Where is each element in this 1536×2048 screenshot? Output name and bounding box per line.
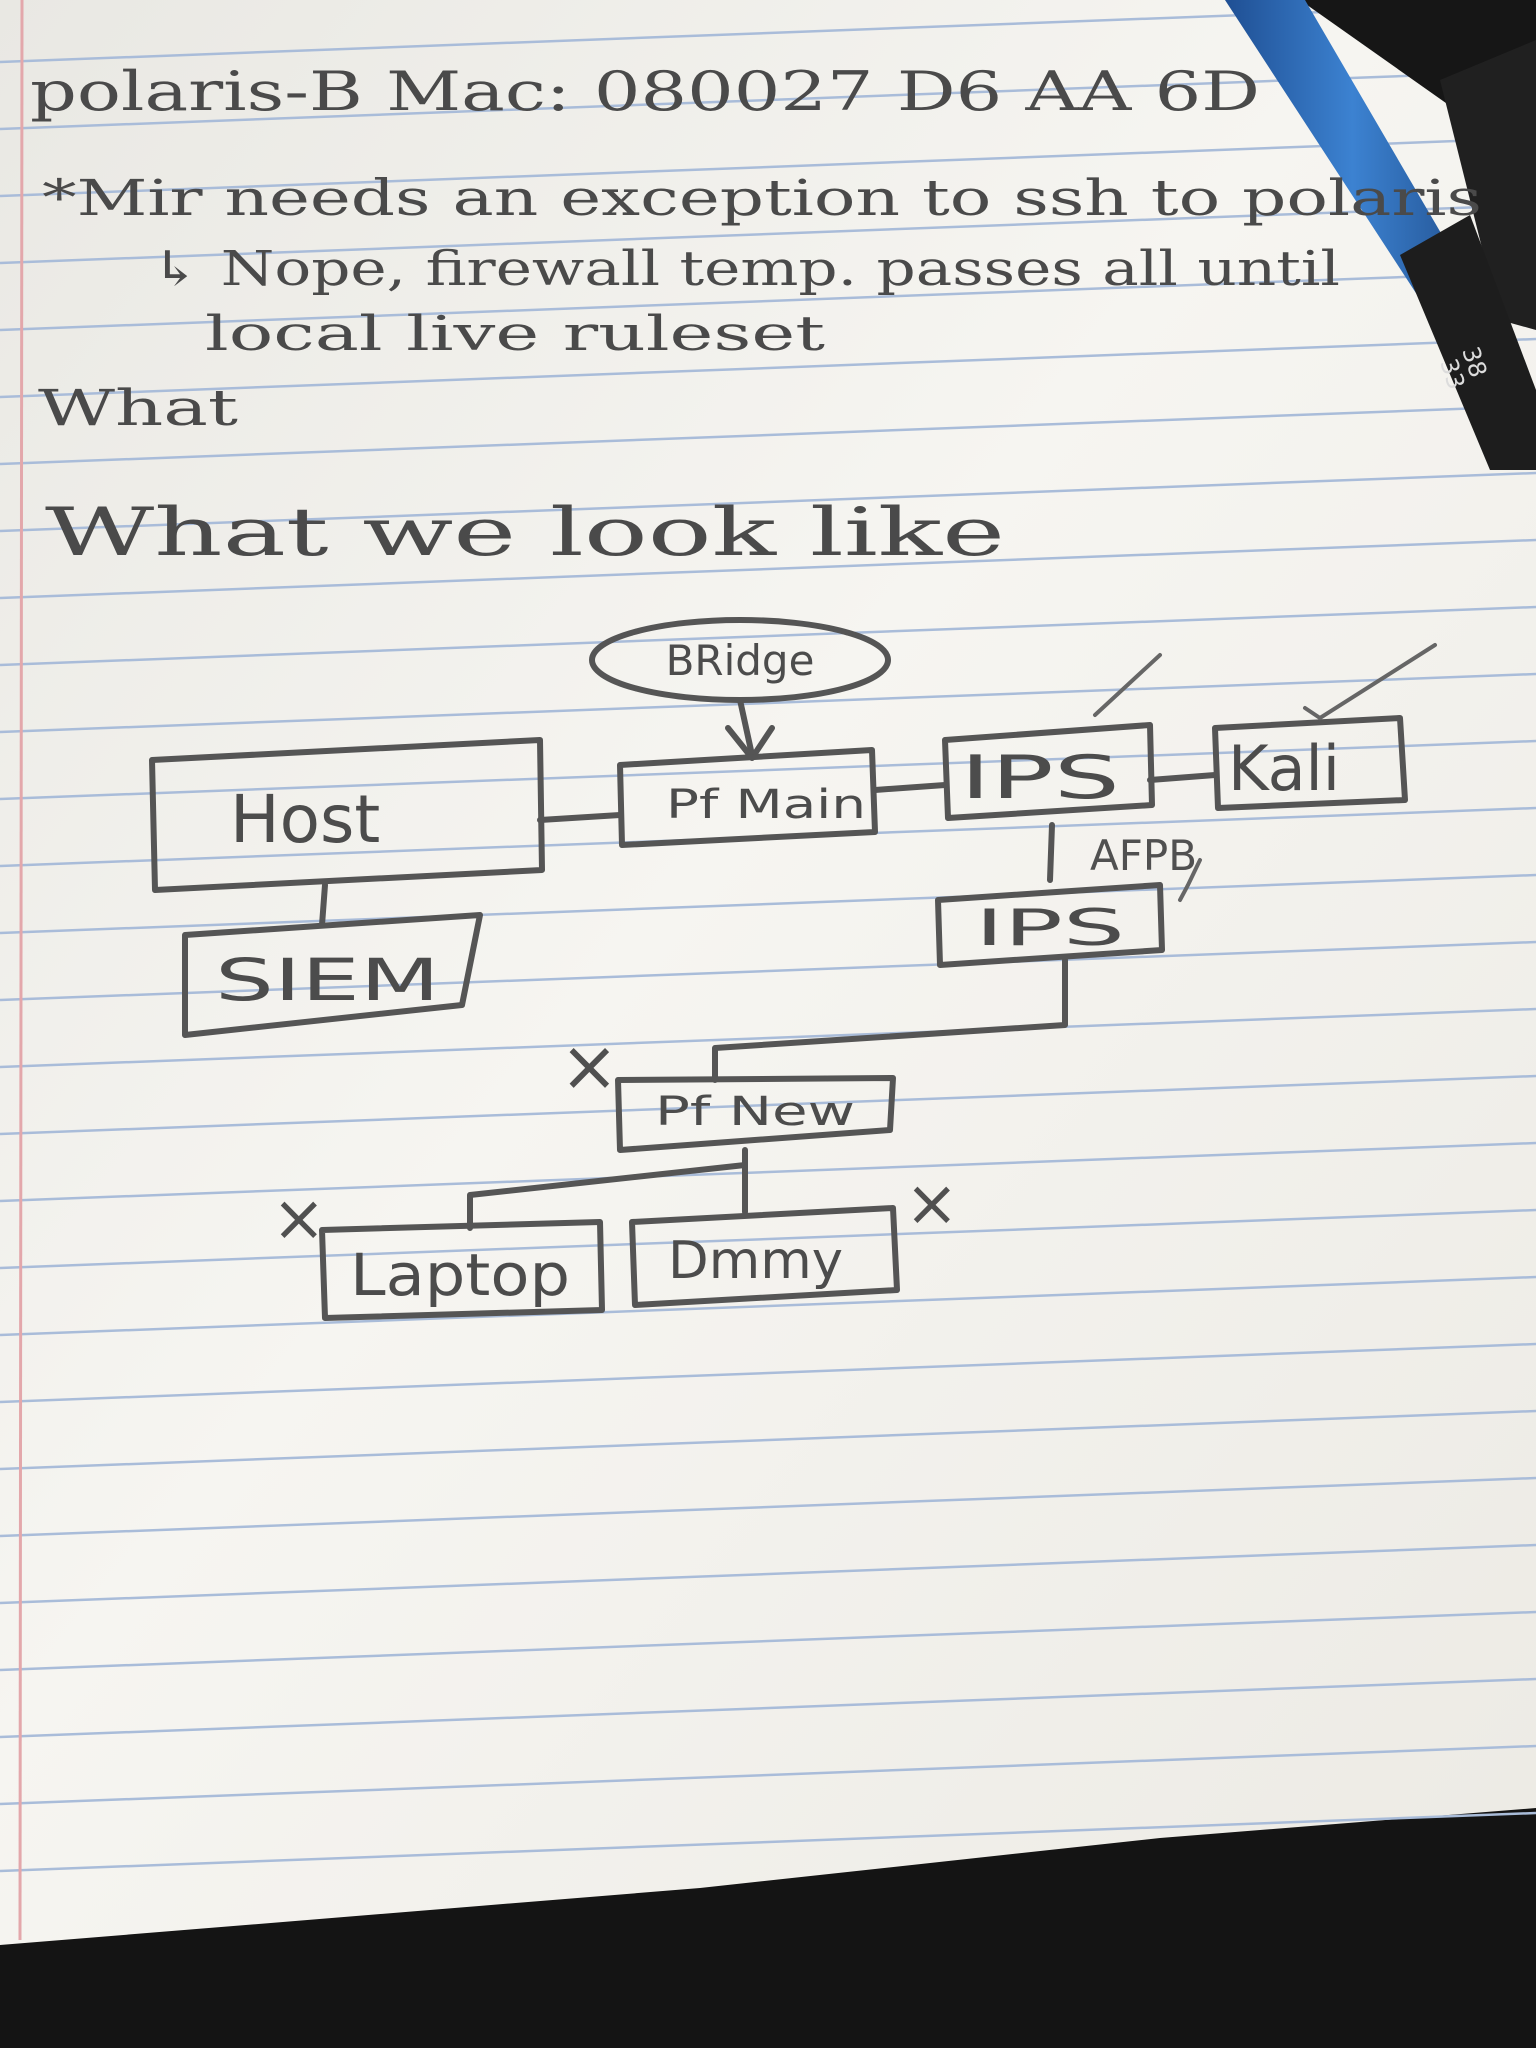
note-line-4: local live ruleset	[205, 306, 825, 362]
note-line-1: polaris-B Mac: 080027 D6 AA 6D	[30, 60, 1260, 123]
margin-line	[20, 0, 22, 1940]
ips-bottom-label: IPS	[975, 899, 1125, 957]
host-label: Host	[230, 781, 380, 858]
connector-ips-ips	[1050, 825, 1052, 880]
cross-mark-dummy: ×	[905, 1167, 959, 1241]
cross-mark-pfnew: ×	[560, 1025, 619, 1107]
cross-mark-laptop: ×	[272, 1182, 326, 1256]
laptop-label: Laptop	[350, 1241, 570, 1309]
afpb-label: AFPB	[1090, 831, 1197, 880]
ips-top-label: IPS	[960, 743, 1120, 813]
diagram-heading: What we look like	[45, 494, 1005, 571]
note-line-3: ↳ Nope, firewall temp. passes all until	[150, 241, 1340, 297]
pfnew-label: Pf New	[655, 1089, 855, 1135]
siem-label: SIEM	[215, 946, 440, 1014]
pfmain-label: Pf Main	[666, 782, 866, 828]
connector-host-siem	[322, 885, 325, 925]
bridge-label: BRidge	[666, 636, 815, 685]
note-line-5: What	[38, 379, 238, 437]
note-line-2: *Mir needs an exception to ssh to polari…	[42, 169, 1482, 227]
dummy-label: Dmmy	[668, 1231, 843, 1291]
kali-label: Kali	[1228, 732, 1340, 805]
